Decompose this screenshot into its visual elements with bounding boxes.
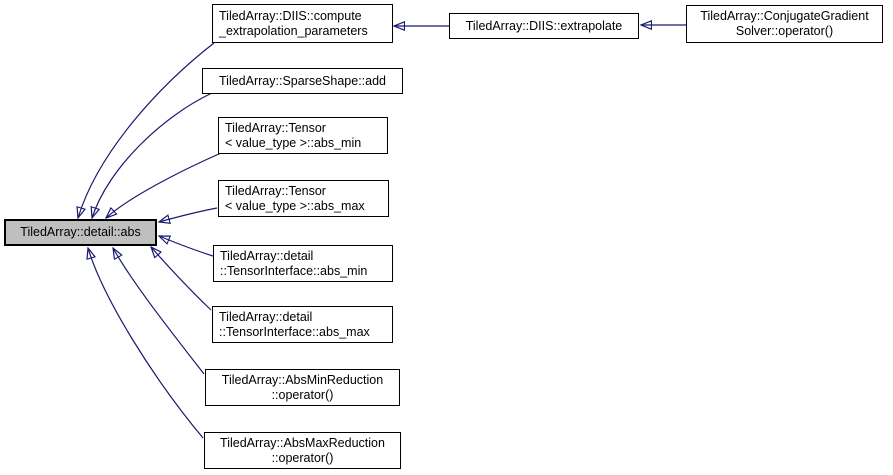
node-label-line: ::TensorInterface::abs_max	[219, 324, 370, 339]
node-label-line: TiledArray::DIIS::compute	[219, 8, 362, 23]
node-label-line: ::TensorInterface::abs_min	[220, 263, 368, 278]
edge-tensor-abs-min-to-abs	[106, 152, 222, 218]
node-tensor-abs-max[interactable]: TiledArray::Tensor < value_type >::abs_m…	[218, 180, 389, 217]
node-label-line: _extrapolation_parameters	[219, 23, 368, 38]
node-diis-extrapolate[interactable]: TiledArray::DIIS::extrapolate	[449, 13, 639, 39]
node-label-line: Solver::operator()	[735, 24, 834, 38]
node-diis-compute-extrapolation-parameters[interactable]: TiledArray::DIIS::compute _extrapolation…	[212, 4, 393, 43]
edge-compute-to-abs	[78, 42, 215, 218]
node-tiledarray-detail-abs: TiledArray::detail::abs	[4, 219, 157, 246]
node-label-line: TiledArray::ConjugateGradient	[700, 9, 869, 23]
node-label-line: TiledArray::detail	[219, 309, 313, 324]
node-tensor-abs-min[interactable]: TiledArray::Tensor < value_type >::abs_m…	[218, 117, 388, 154]
node-label-line: TiledArray::DIIS::extrapolate	[465, 18, 623, 33]
edge-sparseadd-to-abs	[92, 92, 213, 218]
node-label-line: TiledArray::SparseShape::add	[219, 73, 386, 88]
node-conjugategradientsolver-operator[interactable]: TiledArray::ConjugateGradient Solver::op…	[686, 5, 883, 43]
node-label-line: TiledArray::detail::abs	[20, 225, 141, 239]
node-label-line: TiledArray::Tensor	[225, 183, 326, 198]
node-label-line: < value_type >::abs_min	[225, 135, 362, 150]
node-label-line: TiledArray::Tensor	[225, 120, 326, 135]
node-label-line: TiledArray::detail	[220, 248, 314, 263]
node-label-line: < value_type >::abs_max	[225, 198, 365, 213]
node-label-line: TiledArray::AbsMaxReduction	[220, 435, 385, 450]
node-label-line: ::operator()	[271, 387, 334, 402]
node-absminreduction-operator[interactable]: TiledArray::AbsMinReduction ::operator()	[205, 369, 400, 406]
node-tensorinterface-abs-min[interactable]: TiledArray::detail ::TensorInterface::ab…	[213, 245, 393, 282]
node-label-line: TiledArray::AbsMinReduction	[221, 372, 384, 387]
node-label-line: ::operator()	[271, 450, 334, 465]
edge-tensorinterface-abs-max-to-abs	[151, 247, 212, 311]
edge-absminreduction-to-abs	[113, 248, 205, 375]
node-sparseshape-add[interactable]: TiledArray::SparseShape::add	[202, 68, 403, 94]
edge-absmaxreduction-to-abs	[88, 248, 204, 439]
node-tensorinterface-abs-max[interactable]: TiledArray::detail ::TensorInterface::ab…	[212, 306, 393, 343]
edge-tensor-abs-max-to-abs	[159, 207, 218, 222]
edge-tensorinterface-abs-min-to-abs	[159, 236, 214, 257]
node-absmaxreduction-operator[interactable]: TiledArray::AbsMaxReduction ::operator()	[204, 432, 401, 469]
